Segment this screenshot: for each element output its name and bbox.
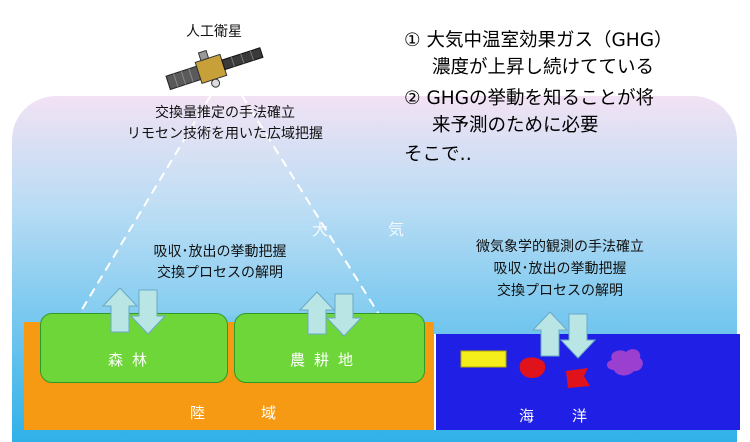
remote-sensing-line-1: 交換量推定の手法確立 bbox=[155, 105, 295, 121]
farmland-field bbox=[234, 313, 425, 383]
ocean-process-line-1: 吸収･放出の挙動把握 bbox=[493, 261, 627, 277]
satellite-label: 人工衛星 bbox=[186, 24, 242, 40]
note-line-4: 来予測のために必要 bbox=[432, 115, 599, 136]
note-line-2: 濃度が上昇し続けてている bbox=[432, 57, 655, 78]
remote-sensing-line-2: リモセン技術を用いた広域把握 bbox=[127, 126, 323, 142]
land-process-line-2: 交換プロセスの解明 bbox=[157, 265, 283, 281]
forest-field bbox=[40, 313, 228, 383]
atmosphere-char-2: 気 bbox=[388, 220, 405, 239]
satellite-icon bbox=[165, 47, 264, 91]
farmland-label: 農耕地 bbox=[290, 351, 363, 369]
ocean-label: 海洋 bbox=[519, 407, 626, 425]
land-process-line-1: 吸収･放出の挙動把握 bbox=[153, 244, 287, 260]
forest-label: 森林 bbox=[108, 351, 157, 369]
note-line-3: ② GHGの挙動を知ることが将 bbox=[404, 88, 655, 109]
note-line-5: そこで‥ bbox=[404, 144, 472, 165]
ocean-method-line-1: 微気象学的観測の手法確立 bbox=[476, 239, 644, 255]
atmosphere-char-1: 大 bbox=[312, 220, 329, 239]
land-label: 陸域 bbox=[190, 404, 333, 422]
ocean-process-line-2: 交換プロセスの解明 bbox=[497, 283, 623, 299]
note-line-1: ① 大気中温室効果ガス（GHG） bbox=[404, 30, 673, 51]
